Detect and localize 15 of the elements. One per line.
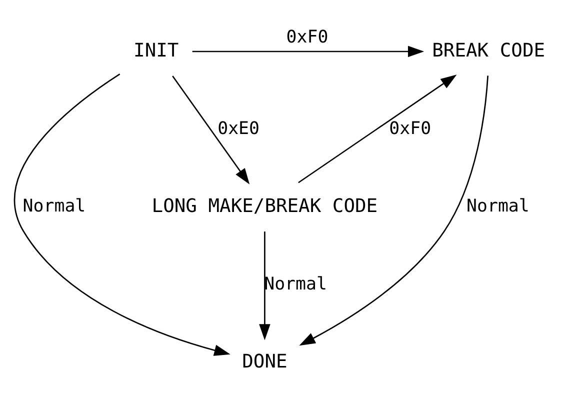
node-text: DONE xyxy=(242,350,288,372)
edge-label: 0xE0 xyxy=(218,118,260,138)
edge-label: 0xF0 xyxy=(286,27,328,48)
edge-label: Normal xyxy=(466,196,530,216)
node-text: LONG MAKE/BREAK CODE xyxy=(152,195,378,216)
arrow xyxy=(298,74,457,183)
node-text: INIT xyxy=(134,40,179,61)
node-text: BREAK CODE xyxy=(432,40,546,61)
edge-label: Normal xyxy=(22,196,86,216)
arrow xyxy=(259,231,270,340)
arrow xyxy=(172,75,250,184)
edge-label: 0xF0 xyxy=(389,118,432,138)
arrow xyxy=(14,73,230,356)
arrow xyxy=(192,45,424,57)
arrow xyxy=(299,75,489,346)
